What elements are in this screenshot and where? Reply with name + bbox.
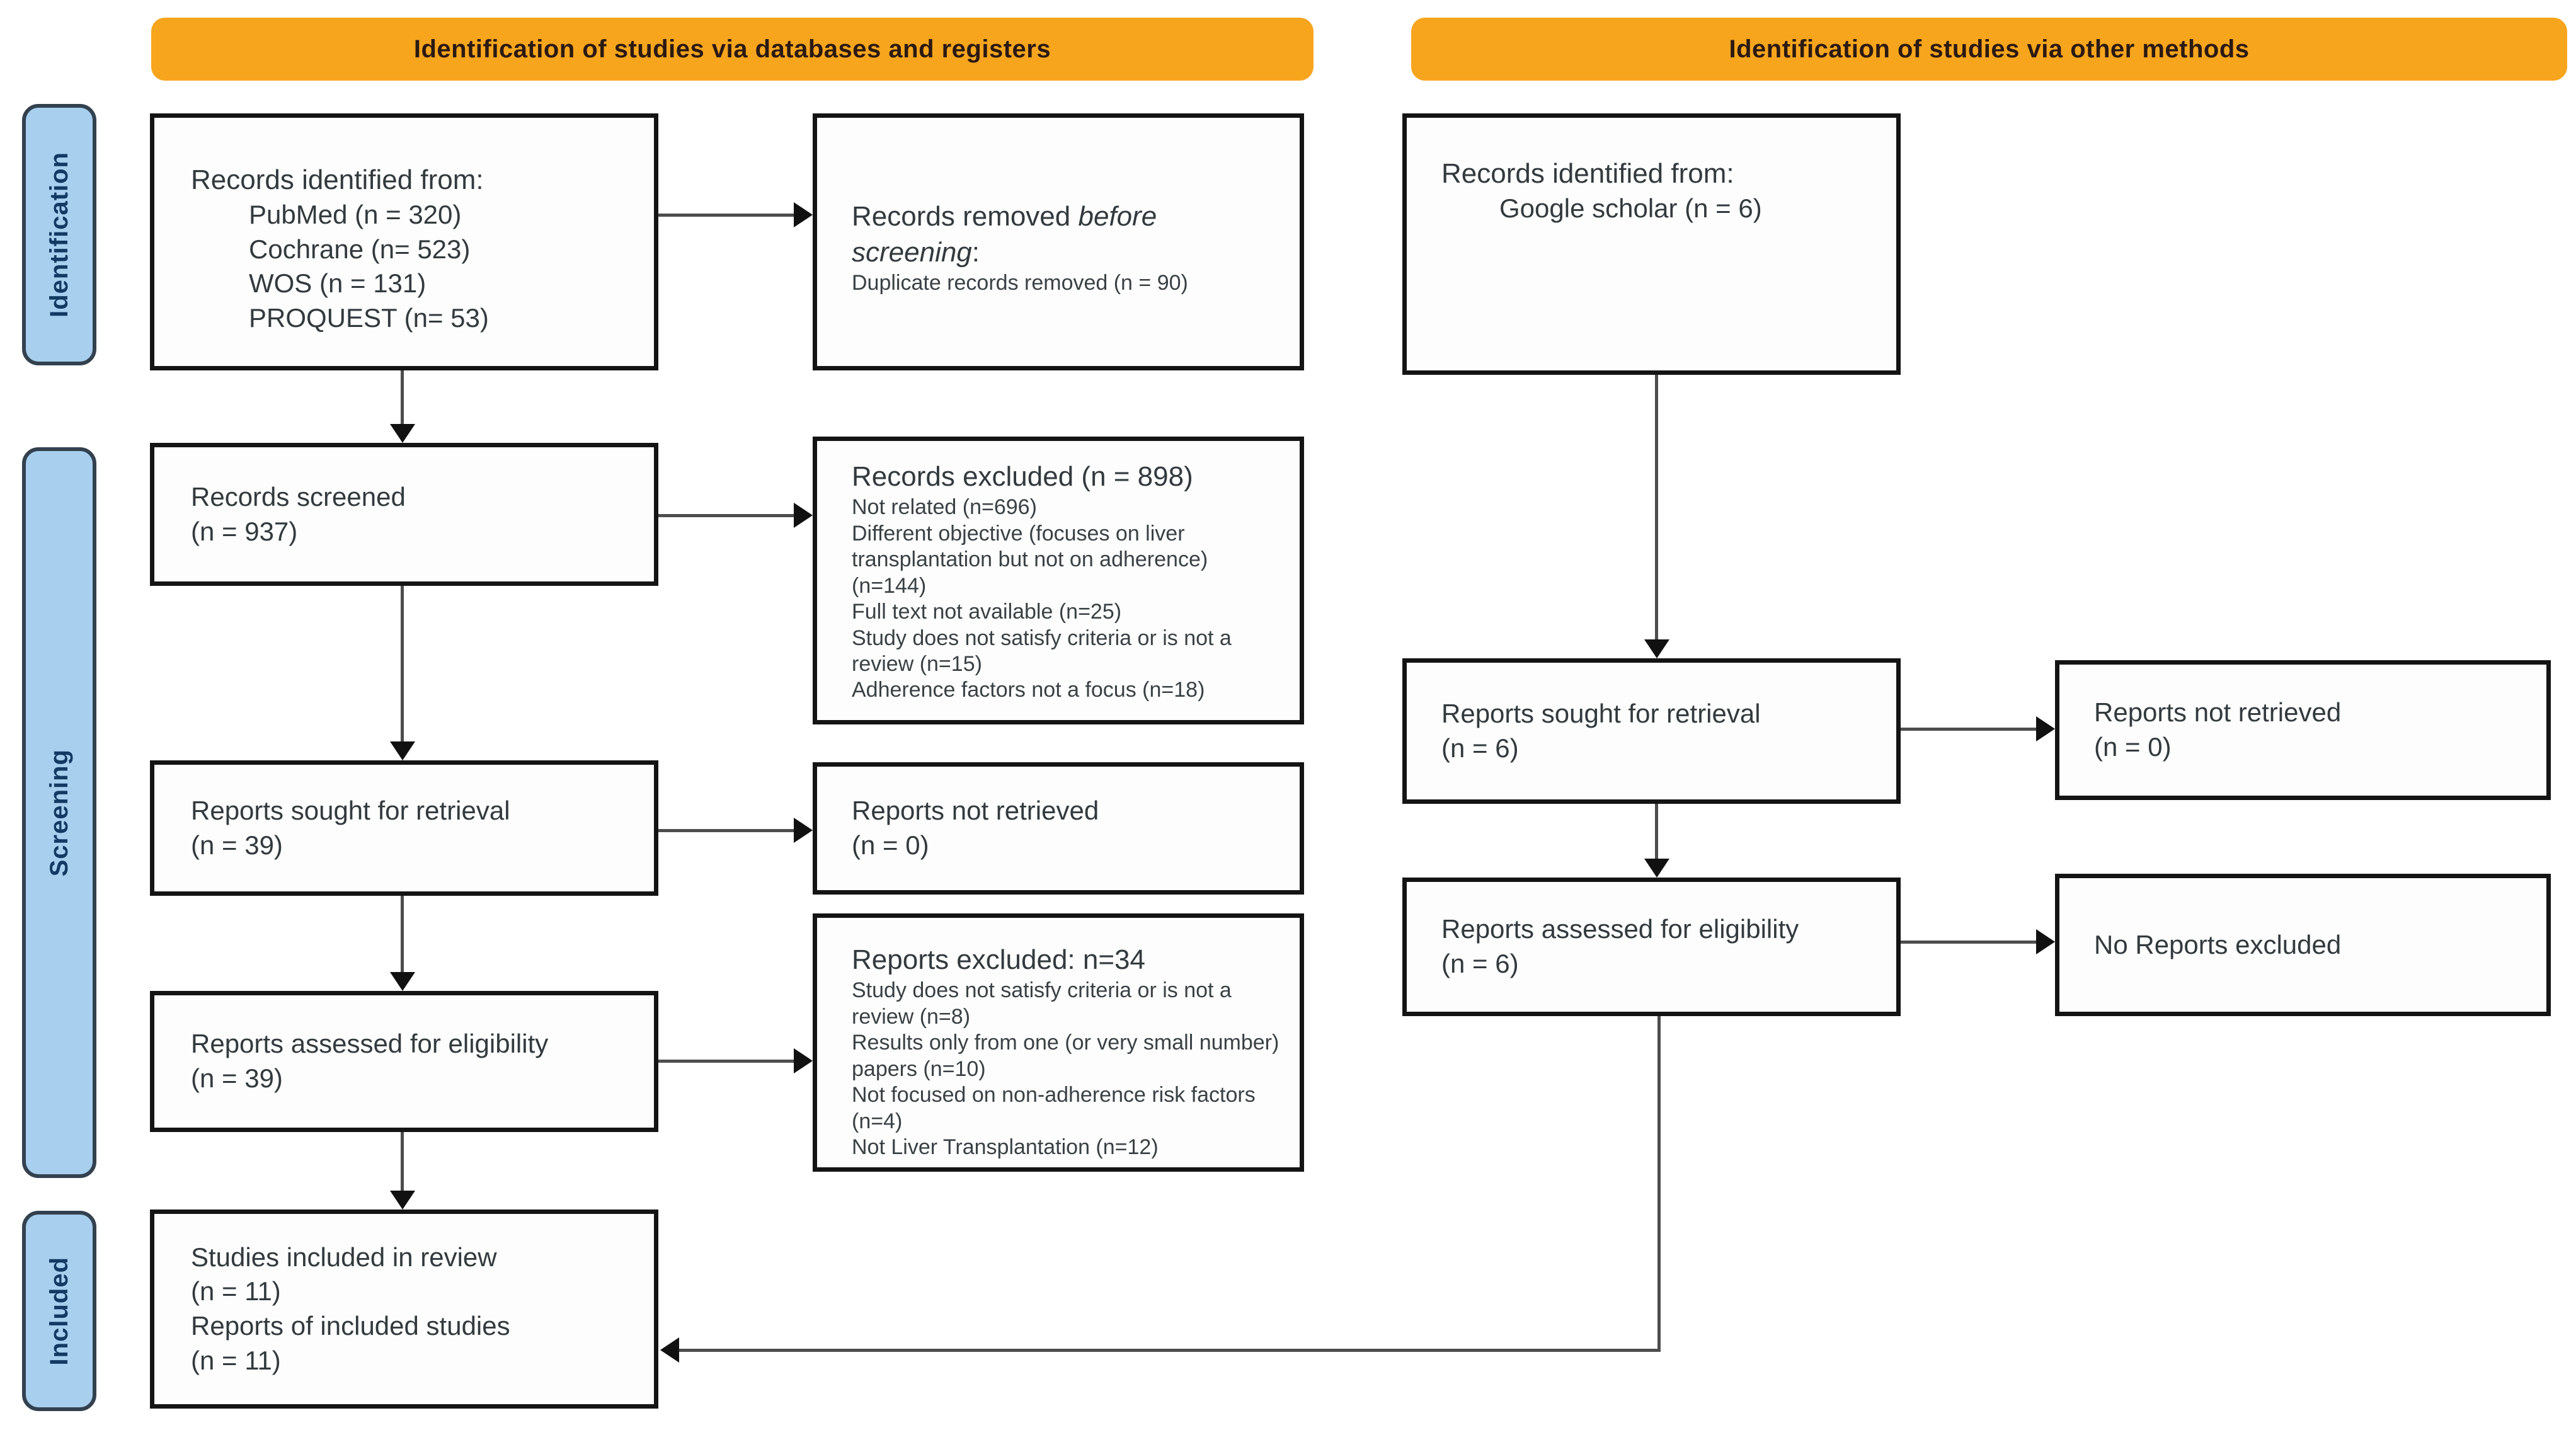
box-line2: (n = 0) (852, 830, 929, 860)
box-records-identified-databases: Records identified from: PubMed (n = 320… (150, 113, 658, 370)
excluded-reason: Study does not satisfy criteria or is no… (852, 978, 1232, 1029)
box-title: Records excluded (n = 898) (852, 461, 1193, 492)
connector-screened-to-sought (401, 586, 404, 743)
arrowhead-down-icon (390, 972, 415, 991)
stage-identification: Identification (22, 104, 96, 365)
arrowhead-right-icon (794, 503, 813, 528)
connector-assessed-to-reports-excluded (658, 1060, 795, 1063)
box-no-reports-excluded: No Reports excluded (2055, 874, 2551, 1016)
banner-other-methods: Identification of studies via other meth… (1411, 18, 2567, 81)
connector-sought-to-assessed (401, 896, 404, 974)
arrowhead-left-icon (660, 1337, 679, 1363)
arrowhead-right-icon (2036, 929, 2055, 954)
connector-other-sought-to-not-retrieved (1901, 728, 2037, 731)
excluded-reason: Adherence factors not a focus (n=18) (852, 678, 1205, 702)
box-line1: Reports not retrieved (852, 796, 1099, 826)
box-line3: Reports of included studies (191, 1311, 510, 1341)
box-line2: (n = 6) (1441, 733, 1519, 763)
connector-other-sought-to-assessed (1655, 804, 1658, 861)
excluded-reason: Not related (n=696) (852, 495, 1037, 520)
arrowhead-down-icon (390, 1191, 415, 1210)
stage-screening: Screening (22, 447, 96, 1178)
other-source-google-scholar: Google scholar (n = 6) (1499, 193, 1762, 224)
box-records-identified-other: Records identified from: Google scholar … (1402, 113, 1901, 375)
box-records-screened: Records screened (n = 937) (150, 443, 658, 586)
box-line1: Reports assessed for eligibility (1441, 914, 1799, 944)
arrowhead-right-icon (2036, 716, 2055, 741)
db-source-proquest: PROQUEST (n= 53) (249, 302, 489, 333)
box-reports-sought-databases: Reports sought for retrieval (n = 39) (150, 760, 658, 896)
box-line1: Records screened (191, 481, 406, 512)
excluded-reason: Not focused on non-adherence risk factor… (852, 1083, 1256, 1133)
excluded-reason: Results only from one (or very small num… (852, 1031, 1279, 1081)
connector-identified-to-removed (658, 214, 795, 217)
box-line1: Reports sought for retrieval (191, 795, 510, 825)
box-title: Records identified from: (191, 164, 484, 195)
box-studies-included: Studies included in review (n = 11) Repo… (150, 1210, 658, 1409)
box-line1: Reports sought for retrieval (1441, 698, 1761, 728)
box-title: Records identified from: (1441, 158, 1734, 189)
excluded-reason: Not Liver Transplantation (n=12) (852, 1135, 1159, 1159)
arrowhead-right-icon (794, 1048, 813, 1073)
arrowhead-right-icon (794, 202, 813, 227)
arrowhead-down-icon (1644, 639, 1669, 658)
box-line2: (n = 39) (191, 1063, 283, 1093)
box-line2: (n = 39) (191, 830, 283, 860)
box-reports-sought-other: Reports sought for retrieval (n = 6) (1402, 658, 1901, 804)
box-reports-excluded: Reports excluded: n=34 Study does not sa… (813, 913, 1304, 1172)
box-reports-assessed-databases: Reports assessed for eligibility (n = 39… (150, 991, 658, 1132)
italic-before-screening: before screening (852, 201, 1157, 268)
box-line1: Reports assessed for eligibility (191, 1029, 549, 1059)
excluded-reason: Different objective (focuses on liver tr… (852, 521, 1208, 598)
box-reports-not-retrieved-databases: Reports not retrieved (n = 0) (813, 762, 1304, 895)
connector-screened-to-excluded (658, 514, 795, 517)
connector-other-identified-to-sought (1655, 375, 1658, 641)
box-line2: (n = 6) (1441, 949, 1519, 978)
box-reports-not-retrieved-other: Reports not retrieved (n = 0) (2055, 660, 2551, 800)
banner-databases-registers: Identification of studies via databases … (151, 18, 1314, 81)
excluded-reason: Full text not available (n=25) (852, 600, 1122, 624)
duplicates-removed: Duplicate records removed (n = 90) (852, 271, 1188, 295)
arrowhead-down-icon (390, 424, 415, 443)
db-source-cochrane: Cochrane (n= 523) (249, 234, 471, 264)
box-reports-assessed-other: Reports assessed for eligibility (n = 6) (1402, 878, 1901, 1016)
db-source-pubmed: PubMed (n = 320) (249, 200, 462, 230)
box-line4: (n = 11) (191, 1345, 281, 1375)
connector-sought-to-not-retrieved (658, 829, 795, 832)
connector-other-to-included (679, 1349, 1661, 1352)
box-records-removed-before-screening: Records removed before screening: Duplic… (813, 113, 1304, 370)
box-line2: (n = 11) (191, 1276, 281, 1307)
stage-identification-label: Identification (45, 152, 73, 317)
db-source-wos: WOS (n = 131) (249, 268, 426, 299)
connector-other-assessed-down (1657, 1016, 1661, 1350)
connector-assessed-to-included (401, 1132, 404, 1193)
arrowhead-down-icon (390, 741, 415, 760)
box-line2: (n = 0) (2094, 732, 2172, 762)
excluded-reason: Study does not satisfy criteria or is no… (852, 626, 1232, 676)
arrowhead-down-icon (1644, 859, 1669, 878)
box-records-excluded: Records excluded (n = 898) Not related (… (813, 437, 1304, 724)
stage-screening-label: Screening (45, 748, 73, 877)
box-title: Records removed before screening: (852, 201, 1157, 268)
stage-included-label: Included (45, 1256, 73, 1366)
box-line1: Reports not retrieved (2094, 697, 2342, 728)
box-line1: Studies included in review (191, 1242, 497, 1272)
box-title: Reports excluded: n=34 (852, 944, 1145, 975)
connector-other-assessed-to-no-excluded (1901, 941, 2037, 944)
stage-included: Included (22, 1211, 96, 1411)
box-line2: (n = 937) (191, 516, 298, 546)
arrowhead-right-icon (794, 818, 813, 843)
box-line1: No Reports excluded (2094, 929, 2342, 959)
connector-identified-to-screened (401, 370, 404, 426)
